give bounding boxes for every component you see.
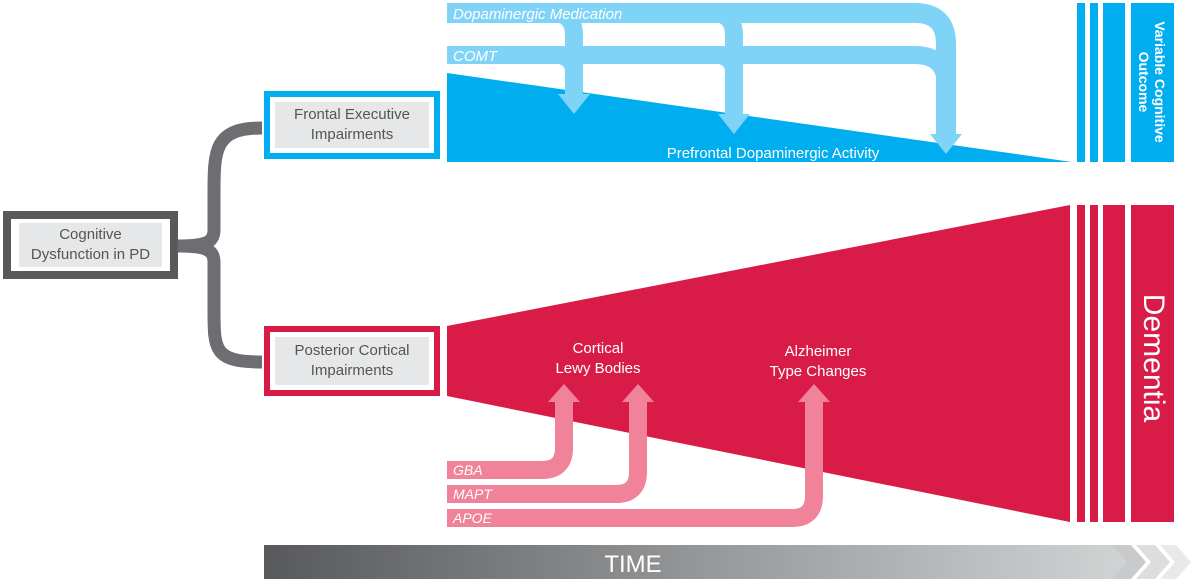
cognitive-dysfunction-line-1: Cognitive (59, 226, 122, 243)
cortical-lewy-bodies-line-2: Lewy Bodies (555, 360, 640, 377)
frontal-executive-box: Frontal Executive Impairments (264, 91, 440, 159)
pink-arrowheads (548, 384, 830, 402)
outcome-line-1: Variable Cognitive (1152, 21, 1168, 143)
dementia-label: Dementia (1137, 294, 1170, 423)
mapt-arrow (447, 400, 647, 503)
frontal-executive-line-2: Impairments (310, 126, 394, 143)
frontal-executive-label: Frontal Executive Impairments (275, 102, 429, 148)
curly-brace (177, 121, 263, 369)
gba-arrow (447, 400, 573, 479)
cognitive-dysfunction-line-2: Dysfunction in PD (30, 246, 151, 263)
posterior-cortical-label: Posterior Cortical Impairments (275, 337, 429, 385)
gba-label: GBA (453, 462, 483, 478)
dopaminergic-medication-label: Dopaminergic Medication (453, 6, 622, 23)
posterior-pathology-wedge (447, 205, 1070, 522)
time-label: TIME (604, 551, 661, 578)
apoe-arrow (447, 400, 823, 527)
comt-arrow (447, 46, 955, 136)
frontal-end-stripes (1077, 3, 1174, 162)
variable-cognitive-outcome-label: Variable Cognitive Outcome (1136, 21, 1168, 143)
time-arrow (264, 545, 1191, 579)
dementia-end-stripes (1077, 205, 1174, 522)
gene-arrows (447, 400, 823, 527)
comt-label: COMT (453, 48, 499, 65)
cognitive-dysfunction-label: Cognitive Dysfunction in PD (19, 223, 162, 267)
prefrontal-activity-label: Prefrontal Dopaminergic Activity (667, 145, 880, 162)
alzheimer-type-changes-line-2: Type Changes (770, 363, 867, 380)
apoe-label: APOE (452, 510, 493, 526)
posterior-cortical-line-2: Impairments (310, 362, 394, 379)
posterior-cortical-box: Posterior Cortical Impairments (264, 326, 440, 396)
cognitive-dysfunction-box: Cognitive Dysfunction in PD (3, 211, 178, 279)
prefrontal-activity-wedge (447, 73, 1072, 162)
alzheimer-type-changes-line-1: Alzheimer (785, 343, 852, 360)
frontal-executive-line-1: Frontal Executive (294, 106, 410, 123)
cortical-lewy-bodies-line-1: Cortical (573, 340, 624, 357)
posterior-cortical-line-1: Posterior Cortical (294, 342, 410, 359)
blue-arrowheads (558, 94, 962, 154)
dopaminergic-medication-arrow (447, 3, 956, 136)
mapt-label: MAPT (453, 486, 493, 502)
outcome-line-2: Outcome (1136, 52, 1152, 113)
